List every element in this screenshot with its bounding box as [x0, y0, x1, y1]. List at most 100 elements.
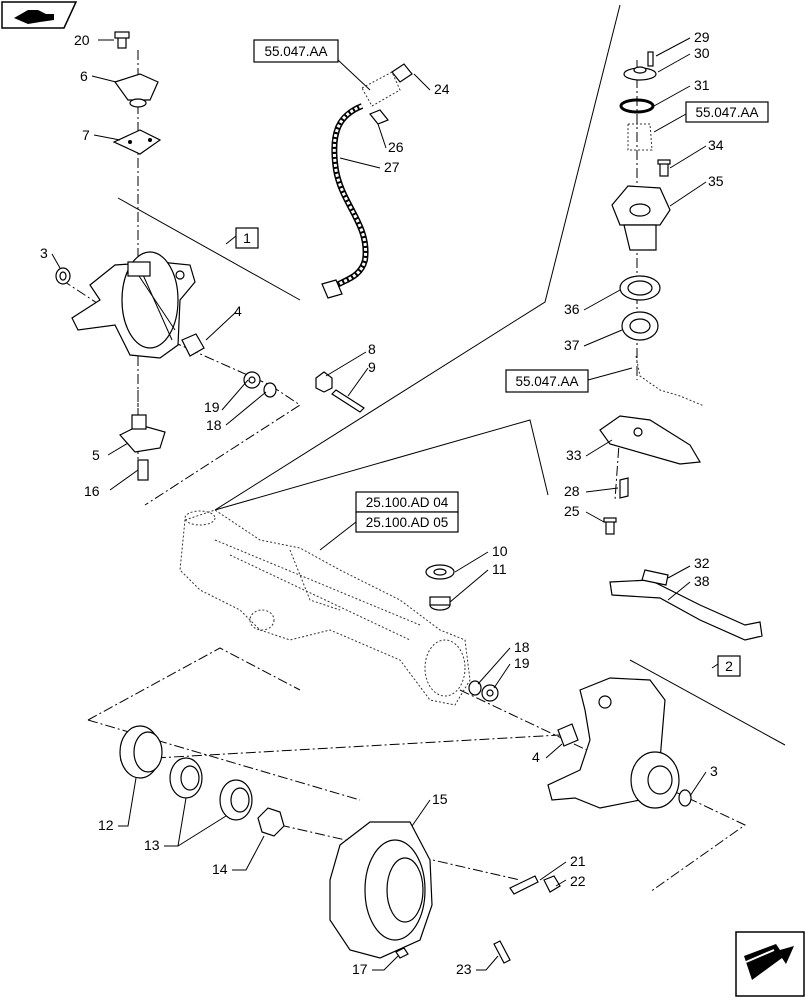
next-page-arrow-icon[interactable]: [1, 1, 78, 29]
part-stud-16[interactable]: [137, 459, 149, 481]
ref-text-3: 55.047.AA: [515, 374, 578, 389]
callout-4b: 4: [532, 749, 540, 765]
callout-18a: 18: [206, 417, 222, 433]
group-box-1[interactable]: 1: [235, 227, 259, 249]
exploded-view-icon[interactable]: [735, 931, 805, 997]
ref-box-3[interactable]: 55.047.AA: [505, 369, 589, 393]
callout-34: 34: [708, 137, 724, 153]
part-oring-31[interactable]: [619, 98, 655, 114]
ref-box-4[interactable]: 25.100.AD 04: [355, 491, 459, 513]
callout-8: 8: [368, 341, 376, 357]
part-hub-15[interactable]: [329, 821, 433, 959]
group-box-2[interactable]: 2: [717, 655, 741, 677]
ref-text-2: 55.047.AA: [695, 105, 758, 120]
part-cable-ghost: [635, 355, 705, 407]
part-seal-3b[interactable]: [678, 789, 692, 807]
part-plate-33[interactable]: [599, 415, 701, 465]
part-stud-9[interactable]: [331, 389, 365, 413]
part-hose-27[interactable]: [321, 103, 369, 299]
ref-text-5: 25.100.AD 05: [366, 515, 449, 530]
callout-33: 33: [566, 447, 582, 463]
part-bearing-13b[interactable]: [219, 779, 253, 821]
callout-15: 15: [432, 791, 448, 807]
part-washer-19a[interactable]: [243, 371, 261, 389]
callout-6: 6: [80, 68, 88, 84]
callout-23: 23: [456, 961, 472, 977]
part-bearing-13a[interactable]: [169, 757, 203, 799]
part-bushing-4a[interactable]: [181, 333, 205, 357]
part-cap-6[interactable]: [114, 73, 159, 108]
part-lower-cap-5[interactable]: [119, 414, 166, 453]
callout-27: 27: [384, 159, 400, 175]
ref-box-5[interactable]: 25.100.AD 05: [355, 511, 459, 533]
part-pin-17[interactable]: [395, 947, 409, 959]
part-bushing-4b[interactable]: [557, 723, 579, 747]
axle-housing-ghost: [179, 509, 471, 706]
part-bushing-11[interactable]: [429, 596, 451, 611]
callout-25: 25: [564, 503, 580, 519]
part-stud-21[interactable]: [509, 875, 539, 895]
callout-29: 29: [694, 29, 710, 45]
callout-11: 11: [492, 561, 507, 577]
part-housing-35[interactable]: [611, 185, 671, 251]
part-seal-3a[interactable]: [55, 267, 71, 285]
part-bolt-26[interactable]: [369, 109, 389, 125]
part-screw-29[interactable]: [647, 51, 654, 67]
leader-lines: [51, 37, 719, 971]
callout-28: 28: [564, 483, 580, 499]
callout-3b: 3: [710, 763, 718, 779]
callout-24: 24: [434, 81, 450, 97]
callout-5: 5: [92, 447, 100, 463]
part-nut-14[interactable]: [257, 807, 285, 837]
callout-7: 7: [82, 127, 90, 143]
part-bolt-34[interactable]: [657, 159, 671, 177]
callout-10: 10: [492, 543, 508, 559]
part-seal-10[interactable]: [425, 564, 455, 580]
part-seal-36[interactable]: [619, 275, 661, 301]
part-bolt-28[interactable]: [619, 477, 629, 499]
group-text-2: 2: [725, 658, 733, 674]
callout-17: 17: [352, 961, 368, 977]
part-nut-22[interactable]: [543, 875, 561, 893]
callout-21: 21: [570, 853, 586, 869]
callout-32: 32: [694, 555, 710, 571]
callout-12: 12: [98, 817, 114, 833]
part-nut-8[interactable]: [315, 371, 333, 393]
part-bolt-25[interactable]: [603, 517, 617, 535]
callout-18b: 18: [514, 639, 530, 655]
ref-box-2[interactable]: 55.047.AA: [685, 101, 769, 123]
callout-4a: 4: [234, 303, 242, 319]
group-text-1: 1: [243, 230, 251, 246]
callout-20: 20: [74, 32, 90, 48]
callout-36: 36: [564, 301, 580, 317]
part-washer-18a[interactable]: [263, 382, 277, 398]
part-cap-30[interactable]: [623, 66, 657, 81]
part-bolt-20[interactable]: [114, 31, 130, 49]
part-shim-7[interactable]: [112, 129, 162, 155]
part-fitting-24[interactable]: [361, 63, 413, 107]
callout-38: 38: [694, 573, 710, 589]
part-pin-23[interactable]: [493, 940, 511, 964]
callout-30: 30: [694, 45, 710, 61]
callout-31: 31: [694, 77, 710, 93]
part-knuckle-left[interactable]: [71, 251, 196, 359]
part-washer-18b[interactable]: [468, 680, 482, 696]
ref-text-1: 55.047.AA: [264, 44, 327, 59]
callout-22: 22: [570, 873, 586, 889]
callout-14: 14: [212, 861, 228, 877]
callout-3a: 3: [40, 245, 48, 261]
part-bearing-37[interactable]: [621, 311, 659, 341]
part-washer-19b[interactable]: [481, 684, 499, 702]
callout-9: 9: [368, 359, 376, 375]
construction-lines: [61, 4, 786, 893]
callout-35: 35: [708, 173, 724, 189]
part-sleeve-32[interactable]: [641, 569, 669, 586]
callout-19a: 19: [204, 399, 220, 415]
part-knuckle-right[interactable]: [547, 677, 680, 809]
ref-box-1[interactable]: 55.047.AA: [253, 39, 339, 63]
callout-16: 16: [84, 483, 100, 499]
part-bracket-38[interactable]: [609, 579, 763, 641]
part-sensor-ghost: [627, 123, 653, 151]
part-race-12[interactable]: [119, 725, 163, 779]
